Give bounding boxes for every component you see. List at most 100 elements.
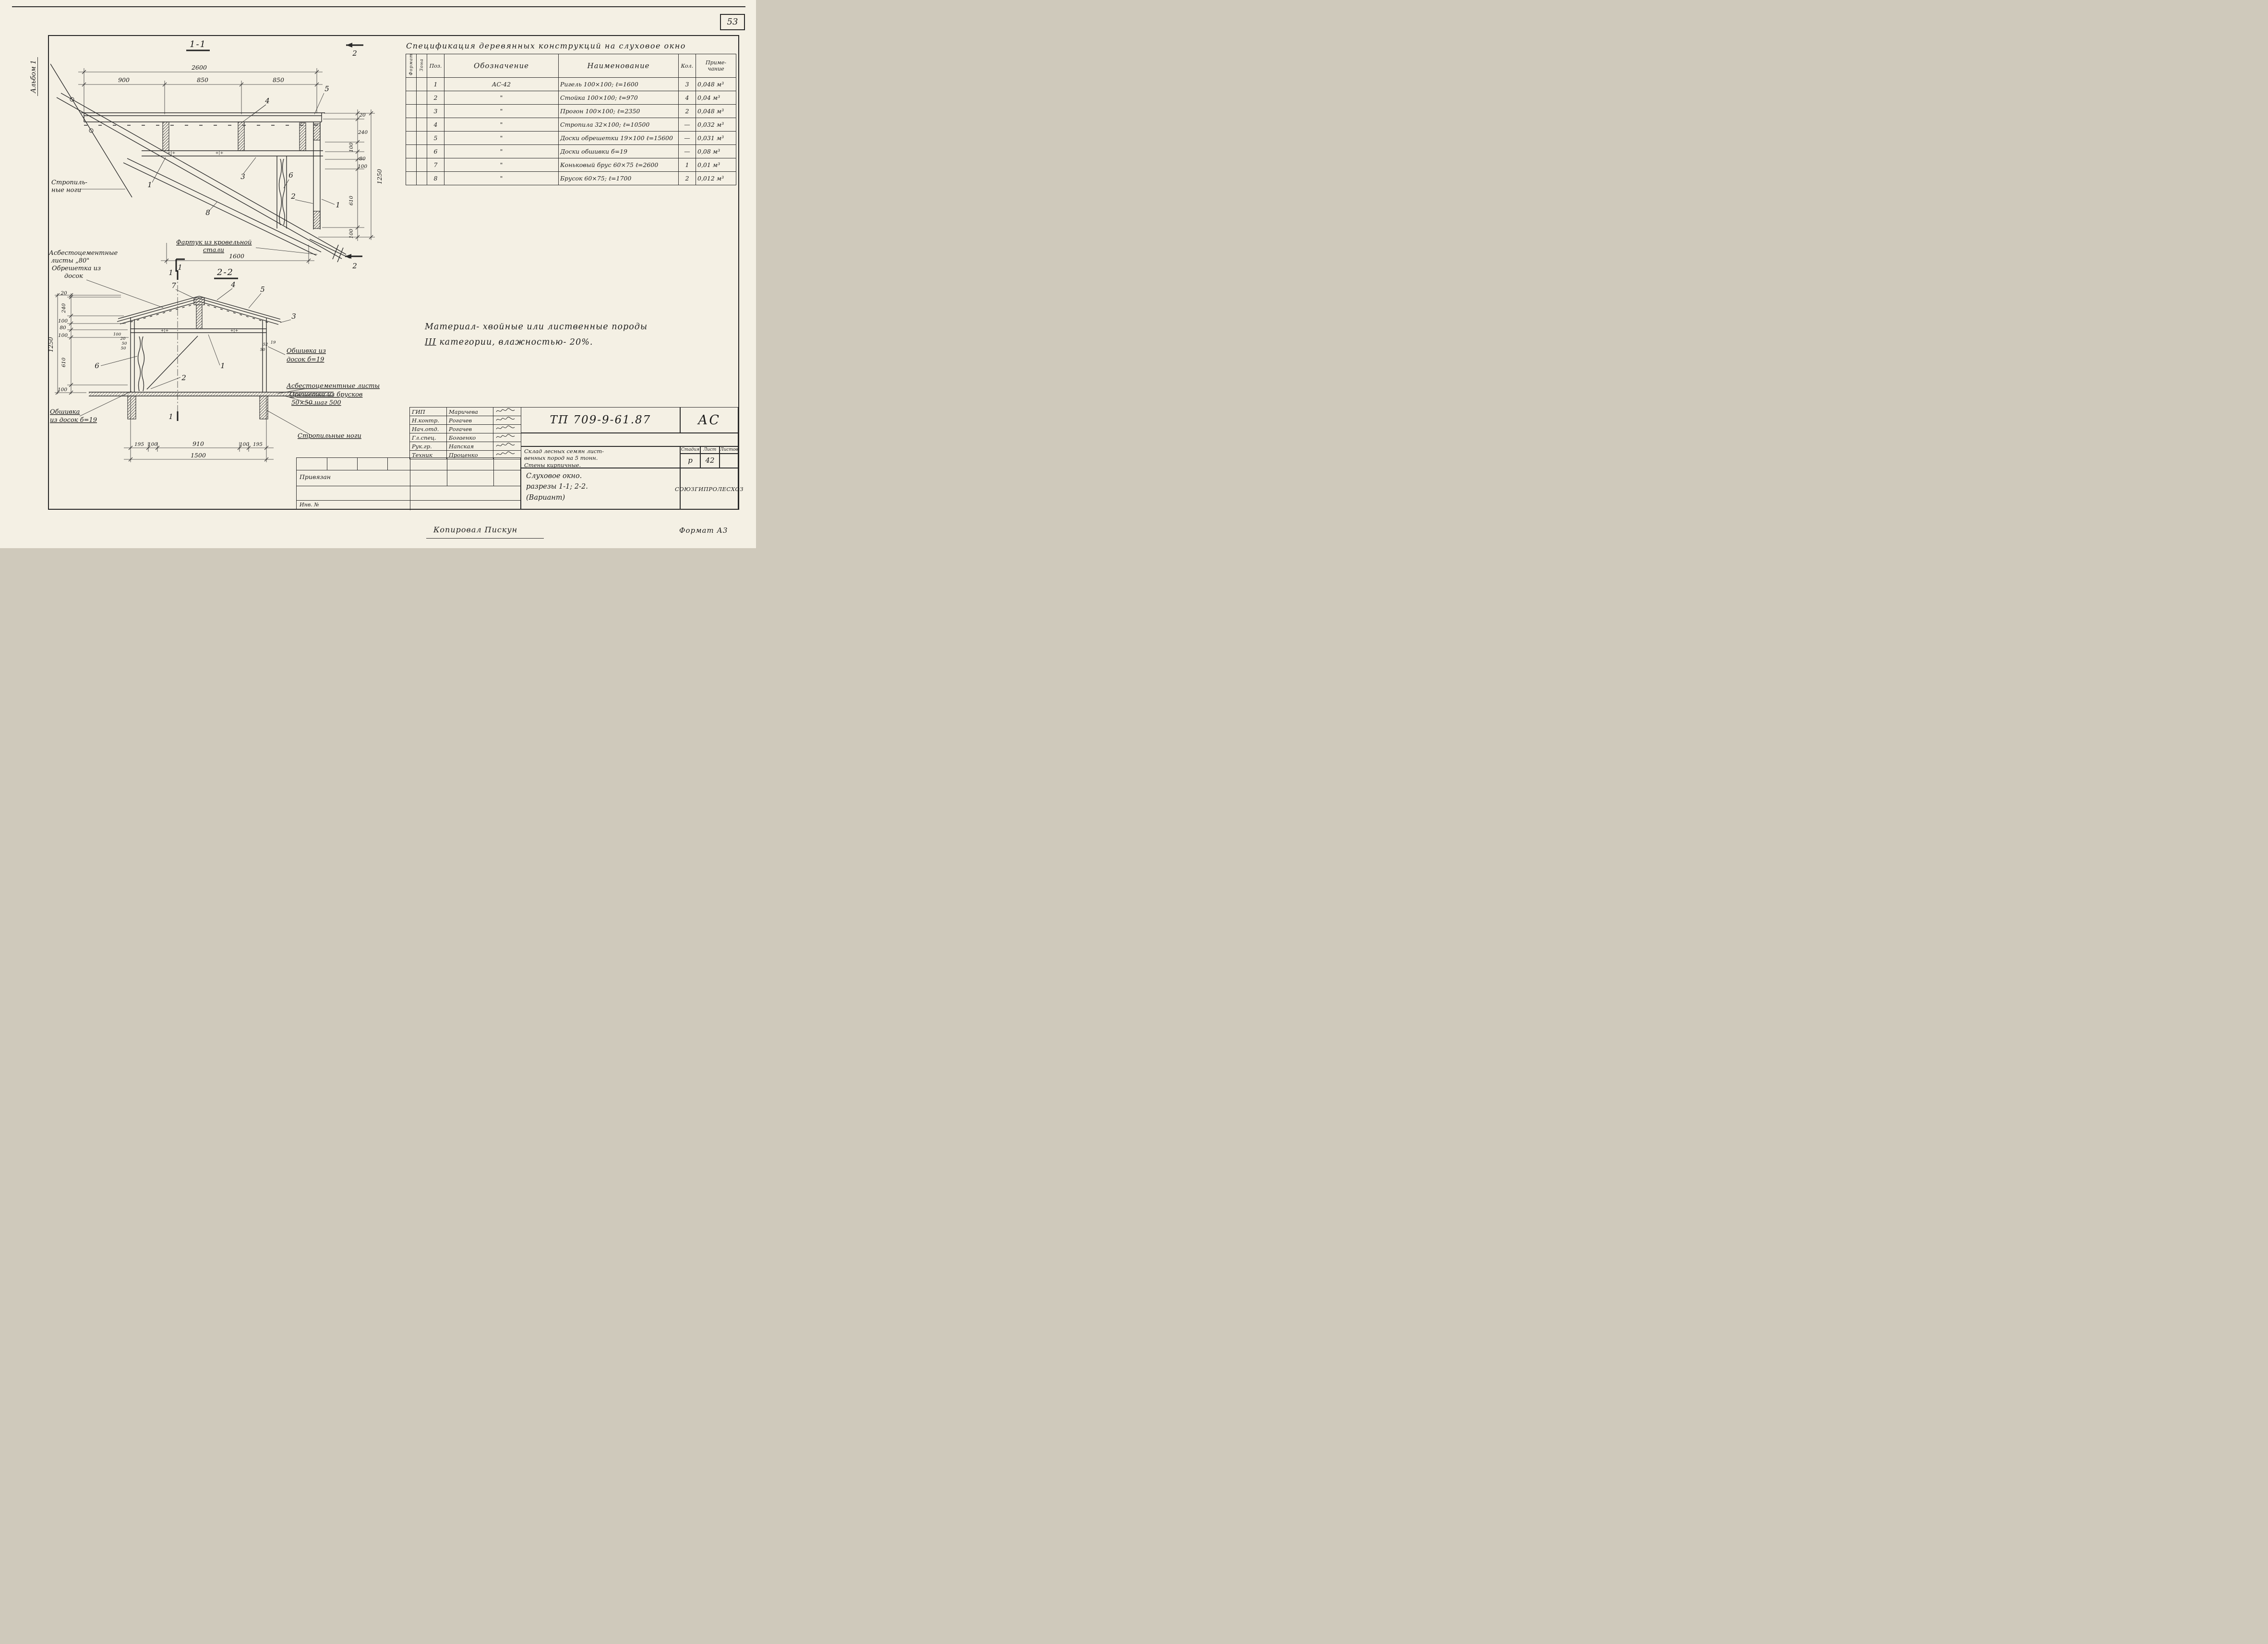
drawing-label: досок <box>64 273 83 280</box>
sheet-label: Лист <box>700 446 720 454</box>
leader-lines-2-2 <box>79 279 315 435</box>
drawing-label: 910 <box>192 440 204 447</box>
drawing-label: 19 <box>271 340 276 345</box>
drawing-label: +|+ <box>215 151 223 156</box>
format-note: Формат А3 <box>679 526 728 535</box>
document-code: АС <box>680 407 738 433</box>
drawing-label: 100 <box>240 442 249 447</box>
signature-cell <box>493 407 521 416</box>
drawing-label: 100 <box>148 442 157 447</box>
drawing-label: из досок б=19 <box>50 417 97 424</box>
drawing-label: 100 <box>58 387 67 393</box>
strip-line <box>297 500 520 501</box>
material-note: Материал- хвойные или лиственные породы … <box>425 320 648 350</box>
personnel-row: Гл.спец.Богаенко <box>409 433 521 442</box>
spec-row: 4"Стропила 32×100; ℓ=10500—0,032 м³ <box>406 118 736 132</box>
drawing-label: +|+ <box>160 328 168 333</box>
personnel-role: Н.контр. <box>409 416 447 425</box>
drawing-sheet: 53 Альбом 1 Спецификация деревянных конс… <box>0 0 756 548</box>
personnel-name: Напская <box>446 442 493 451</box>
drawing-label: 80 <box>359 156 366 162</box>
drawing-label: 1600 <box>229 252 244 260</box>
col-qty: Кол. <box>678 54 696 78</box>
drawing-label: 240 <box>61 303 67 313</box>
spec-header-row: Формат Зона Поз. Обозначение Наименовани… <box>406 54 736 78</box>
signature-cell <box>493 416 521 425</box>
drawing-label: 3 <box>240 172 245 181</box>
drawing-label: 1 <box>147 180 152 189</box>
drawing-label: 50×50 шаг 500 <box>291 399 341 407</box>
drawing-label: 2 <box>352 49 357 58</box>
drawing-label: +|+ <box>230 328 238 333</box>
spec-row: 6"Доски обшивки б=19—0,08 м³ <box>406 144 736 158</box>
drawing-label: 2 <box>352 262 357 270</box>
spec-table: Формат Зона Поз. Обозначение Наименовани… <box>406 54 736 185</box>
drawing-label: 1250 <box>376 169 383 184</box>
signature-cell <box>493 442 521 451</box>
drawing-label: 100 <box>113 332 121 337</box>
personnel-role: ГИП <box>409 407 447 416</box>
copied-by-note: Копировал Пискун <box>433 525 518 534</box>
leader-lines-1-1 <box>79 93 335 255</box>
drawing-label: 610 <box>348 196 354 205</box>
drawing-label: 50 <box>122 341 127 346</box>
attached-label: Привязан <box>300 473 331 480</box>
personnel-row: Н.контр.Рогачев <box>409 416 521 425</box>
personnel-role: Техник <box>409 450 447 459</box>
signature-mark <box>496 425 515 430</box>
drawing-label: 50 <box>260 348 265 352</box>
drawing-label: стали <box>203 247 224 254</box>
drawing-label: 1 <box>178 263 182 272</box>
personnel-name: Маричева <box>446 407 493 416</box>
col-designation: Обозначение <box>444 54 559 78</box>
drawing-label: 195 <box>253 442 263 447</box>
drawing-label: 80 <box>60 325 66 331</box>
personnel-name: Рогачев <box>446 416 493 425</box>
drawing-label: 100 <box>348 229 354 239</box>
strip-line <box>387 458 388 470</box>
top-rule <box>12 6 745 7</box>
drawing-label: 2 <box>181 373 186 382</box>
drawing-label: 5 <box>324 84 329 93</box>
page-number: 53 <box>720 14 745 30</box>
inventory-label: Инв. № <box>300 502 319 508</box>
personnel-name: Проценко <box>446 450 493 459</box>
drawing-label: листы „80" <box>51 257 89 264</box>
drawing-label: 4 <box>264 96 270 105</box>
material-note-line2: III категории, влажностью- 20%. <box>425 337 593 347</box>
drawing-label: 1 <box>168 412 173 421</box>
drawing-label: +|+ <box>167 151 175 156</box>
drawing-label: Обшивка из <box>287 348 326 355</box>
personnel-row: Рук.гр.Напская <box>409 442 521 451</box>
drawing-label: 4 <box>230 280 236 289</box>
drawing-label: 100 <box>348 143 354 152</box>
stage-label: Стадия <box>680 446 700 454</box>
spec-row: 5"Доски обрешетки 19×100 ℓ=15600—0,031 м… <box>406 131 736 145</box>
structure-lines-1-1 <box>50 63 350 263</box>
col-name: Наименование <box>558 54 679 78</box>
drawing-label: 2600 <box>191 64 207 71</box>
drawing-label: 850 <box>273 76 284 84</box>
empty-band <box>521 433 738 446</box>
drawing-label: 850 <box>197 76 208 84</box>
signature-cell <box>493 424 521 433</box>
signature-mark <box>496 434 515 438</box>
sheet-value: 42 <box>700 454 720 468</box>
personnel-name: Рогачев <box>446 424 493 433</box>
personnel-row: Нач.отд.Рогачев <box>409 424 521 433</box>
copied-rule <box>426 538 544 539</box>
drawing-label: 610 <box>61 358 67 367</box>
personnel-role: Нач.отд. <box>409 424 447 433</box>
strip-line <box>357 458 358 470</box>
drawing-label: Стропильные ноги <box>298 432 361 440</box>
section-1-1-title: 1-1 <box>190 39 206 49</box>
drawing-label: 1 <box>336 201 340 209</box>
